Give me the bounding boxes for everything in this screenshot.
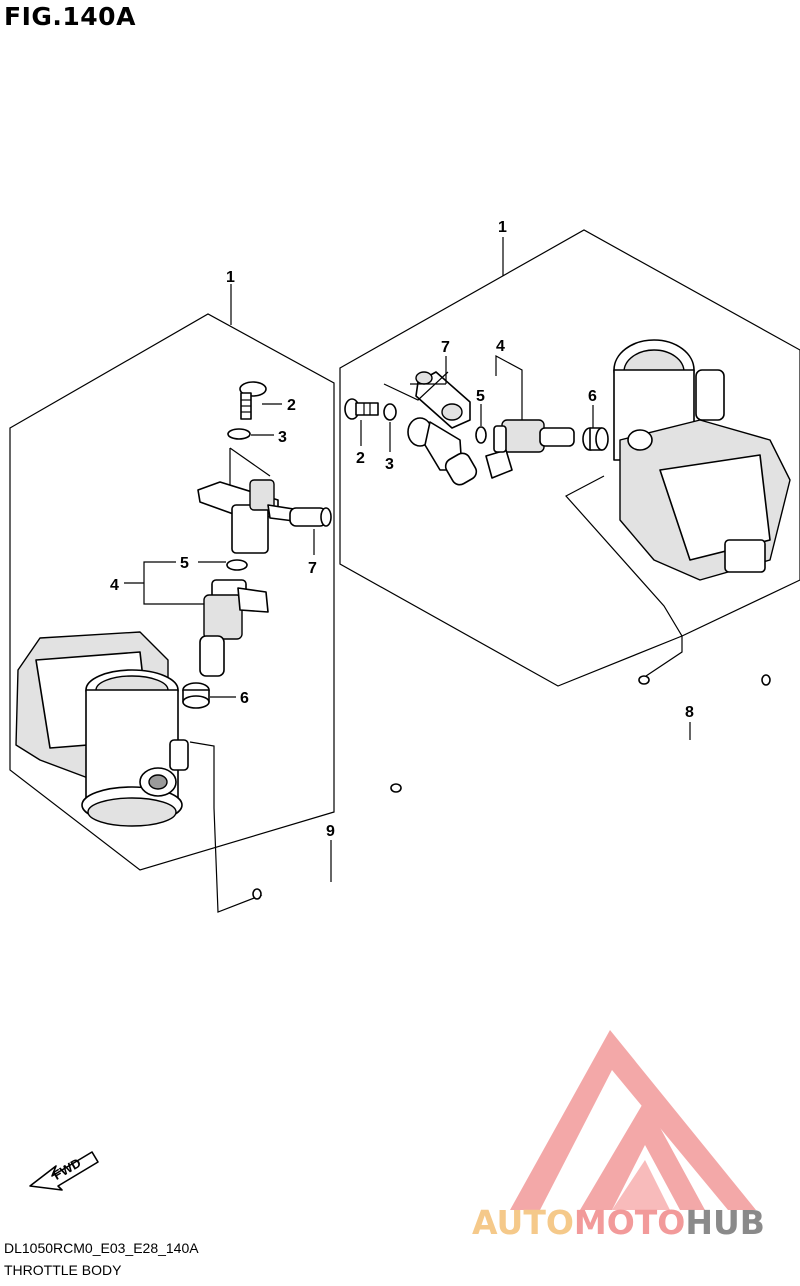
right-cushion (582, 427, 609, 451)
callout-right-o-ring: 3 (385, 456, 394, 473)
figure-title: FIG.140A (4, 2, 136, 31)
left-cushion (182, 682, 210, 709)
callout-right-small-o-ring: 5 (476, 388, 485, 405)
left-sensor-unit (199, 579, 269, 677)
watermark-hub: HUB (685, 1203, 765, 1242)
figure-name: THROTTLE BODY (4, 1262, 122, 1278)
left-assembly (9, 284, 402, 913)
callout-left-cushion: 6 (240, 690, 249, 707)
left-hose (252, 783, 402, 900)
callout-right-bolt: 2 (356, 450, 365, 467)
left-throttle-body (15, 631, 189, 827)
callout-left-bolt: 2 (287, 397, 296, 414)
watermark-moto: MOTO (573, 1203, 686, 1242)
right-small-o-ring (475, 426, 487, 444)
callout-left-assembly: 1 (226, 269, 235, 286)
figure-code: DL1050RCM0_E03_E28_140A (4, 1240, 199, 1256)
right-assembly-boundary (339, 229, 800, 687)
right-sensor-unit (485, 419, 575, 479)
fwd-arrow-icon: FWD (29, 1151, 99, 1191)
callout-right-bracket: 7 (441, 339, 450, 356)
watermark-text: AUTOMOTOHUB (472, 1203, 765, 1242)
right-assembly (339, 229, 800, 750)
watermark-logo-icon (510, 1030, 756, 1210)
left-bracket-sensor (197, 479, 332, 554)
watermark-auto: AUTO (472, 1203, 574, 1242)
callout-left-sensor: 4 (110, 577, 119, 594)
left-small-o-ring (226, 559, 248, 571)
callout-right-assembly: 1 (498, 219, 507, 236)
callout-left-small-o-ring: 5 (180, 555, 189, 572)
callout-left-bracket: 7 (308, 560, 317, 577)
right-bracket-sensor (407, 371, 478, 486)
callout-right-cushion: 6 (588, 388, 597, 405)
callout-right-hose: 8 (685, 704, 694, 721)
right-o-ring (383, 403, 397, 421)
right-throttle-body (613, 339, 791, 581)
left-bolt (239, 381, 267, 420)
right-bolt (344, 398, 379, 420)
left-assembly-boundary (9, 313, 335, 871)
callout-left-hose: 9 (326, 823, 335, 840)
callout-left-o-ring: 3 (278, 429, 287, 446)
left-o-ring (227, 428, 251, 440)
callout-right-sensor: 4 (496, 338, 505, 355)
right-hose (613, 674, 771, 750)
callout-labels: 1 2 3 4 5 6 7 9 1 2 3 4 5 6 7 8 (110, 219, 694, 840)
